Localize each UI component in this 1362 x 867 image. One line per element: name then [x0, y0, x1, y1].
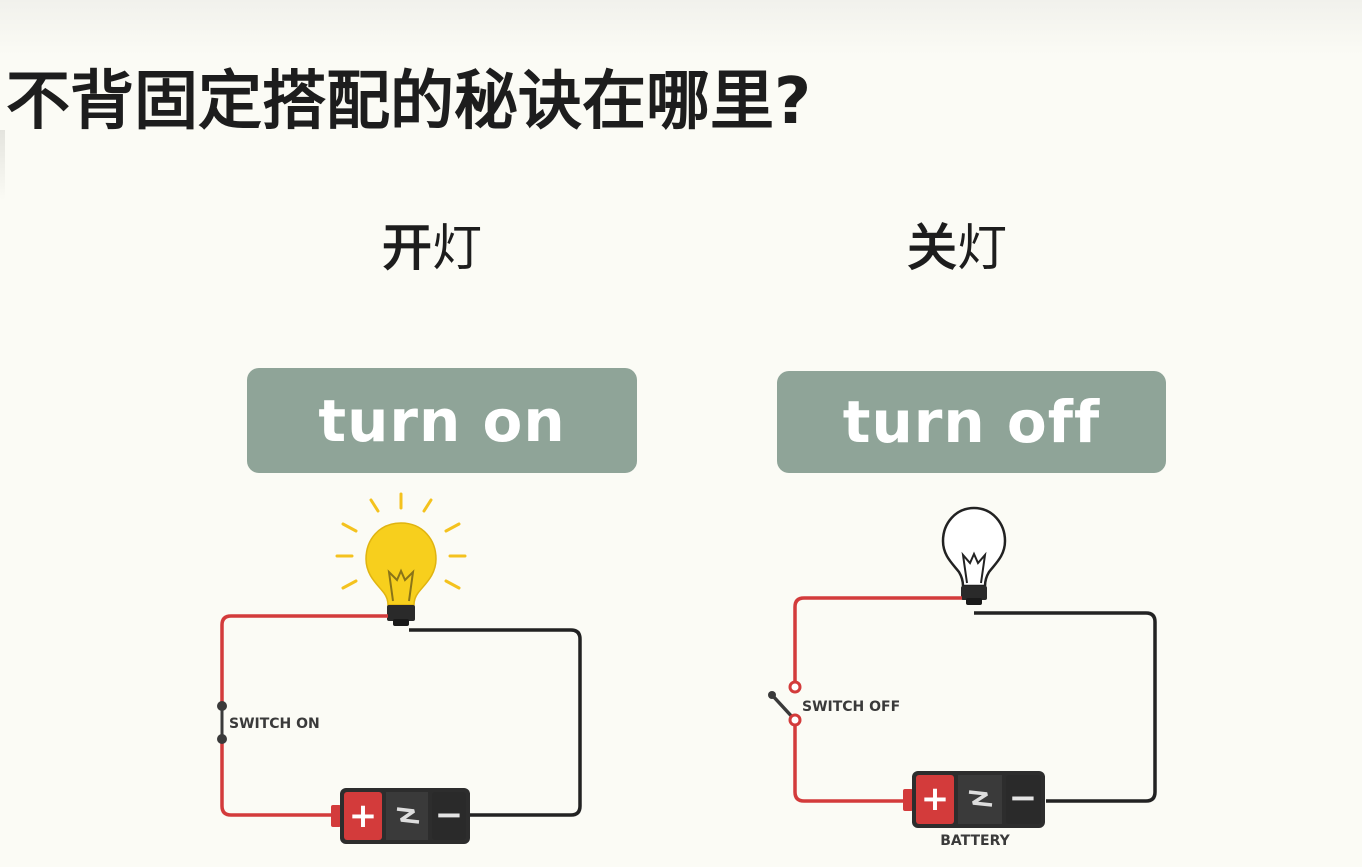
unlit-bulb-icon — [941, 506, 1007, 605]
circuit-off: SWITCH OFF + − BATTERY — [768, 506, 1157, 849]
heading-off-rest: 灯 — [957, 219, 1007, 277]
battery-plus-symbol: + — [349, 796, 378, 836]
battery-minus-symbol: − — [1009, 778, 1038, 818]
heading-turn-off: 关灯 — [907, 218, 1007, 278]
heading-off-bold: 关 — [907, 219, 957, 277]
heading-turn-on: 开灯 — [382, 218, 482, 278]
battery-icon-on: + − — [331, 788, 470, 844]
battery-label: BATTERY — [940, 833, 1010, 849]
negative-wire-on — [409, 628, 582, 817]
negative-wire-off — [974, 611, 1157, 803]
switch-off-label: SWITCH OFF — [802, 699, 900, 715]
battery-icon-off: + − — [903, 771, 1045, 828]
circuit-on: SWITCH ON + − — [217, 492, 582, 844]
switch-on-label: SWITCH ON — [229, 716, 320, 732]
positive-wire-off-top — [793, 596, 962, 687]
slide-title: 不背固定搭配的秘诀在哪里? — [6, 65, 812, 139]
turn-on-label-box: turn on — [247, 368, 637, 473]
top-band — [0, 0, 1362, 55]
turn-off-label-box: turn off — [777, 371, 1166, 473]
left-edge-shadow — [0, 130, 5, 200]
battery-plus-symbol: + — [921, 779, 950, 819]
positive-wire-off-bottom — [793, 720, 908, 803]
heading-on-rest: 灯 — [432, 219, 482, 277]
switch-off-icon — [768, 680, 802, 727]
bolt-icon — [396, 807, 420, 824]
lit-bulb-icon — [365, 522, 437, 626]
light-rays-icon — [335, 492, 467, 590]
heading-on-bold: 开 — [382, 219, 432, 277]
switch-on-icon — [217, 701, 227, 744]
battery-minus-symbol: − — [435, 795, 464, 835]
bolt-icon — [968, 790, 993, 807]
